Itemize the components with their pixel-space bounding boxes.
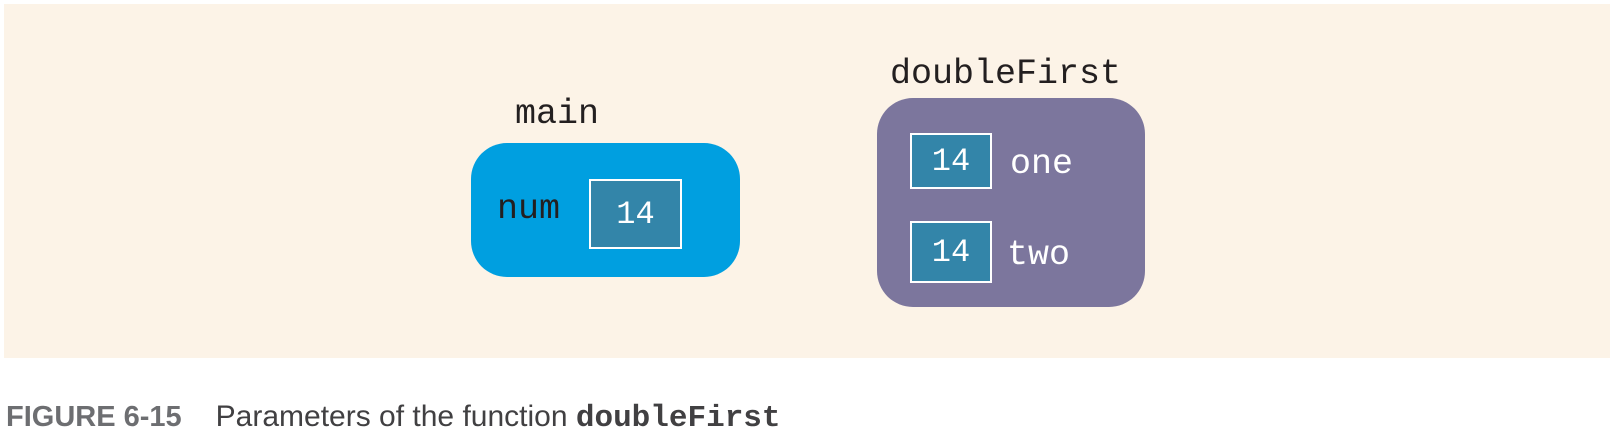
figure-number: FIGURE 6-15 xyxy=(6,401,182,433)
one-label: one xyxy=(1010,144,1074,184)
figure-caption-code: doubleFirst xyxy=(575,401,781,436)
figure-caption: FIGURE 6-15 Parameters of the function do… xyxy=(6,400,781,436)
doubleFirst-frame-title: doubleFirst xyxy=(890,54,1122,94)
main-frame-title: main xyxy=(515,94,600,134)
figure-caption-text: Parameters of the function xyxy=(215,400,576,433)
two-label: two xyxy=(1007,235,1071,275)
one-value-cell: 14 xyxy=(910,133,992,189)
num-label: num xyxy=(497,189,561,229)
num-value-cell: 14 xyxy=(589,179,682,249)
diagram-panel xyxy=(4,4,1610,358)
two-value-cell: 14 xyxy=(910,221,992,283)
